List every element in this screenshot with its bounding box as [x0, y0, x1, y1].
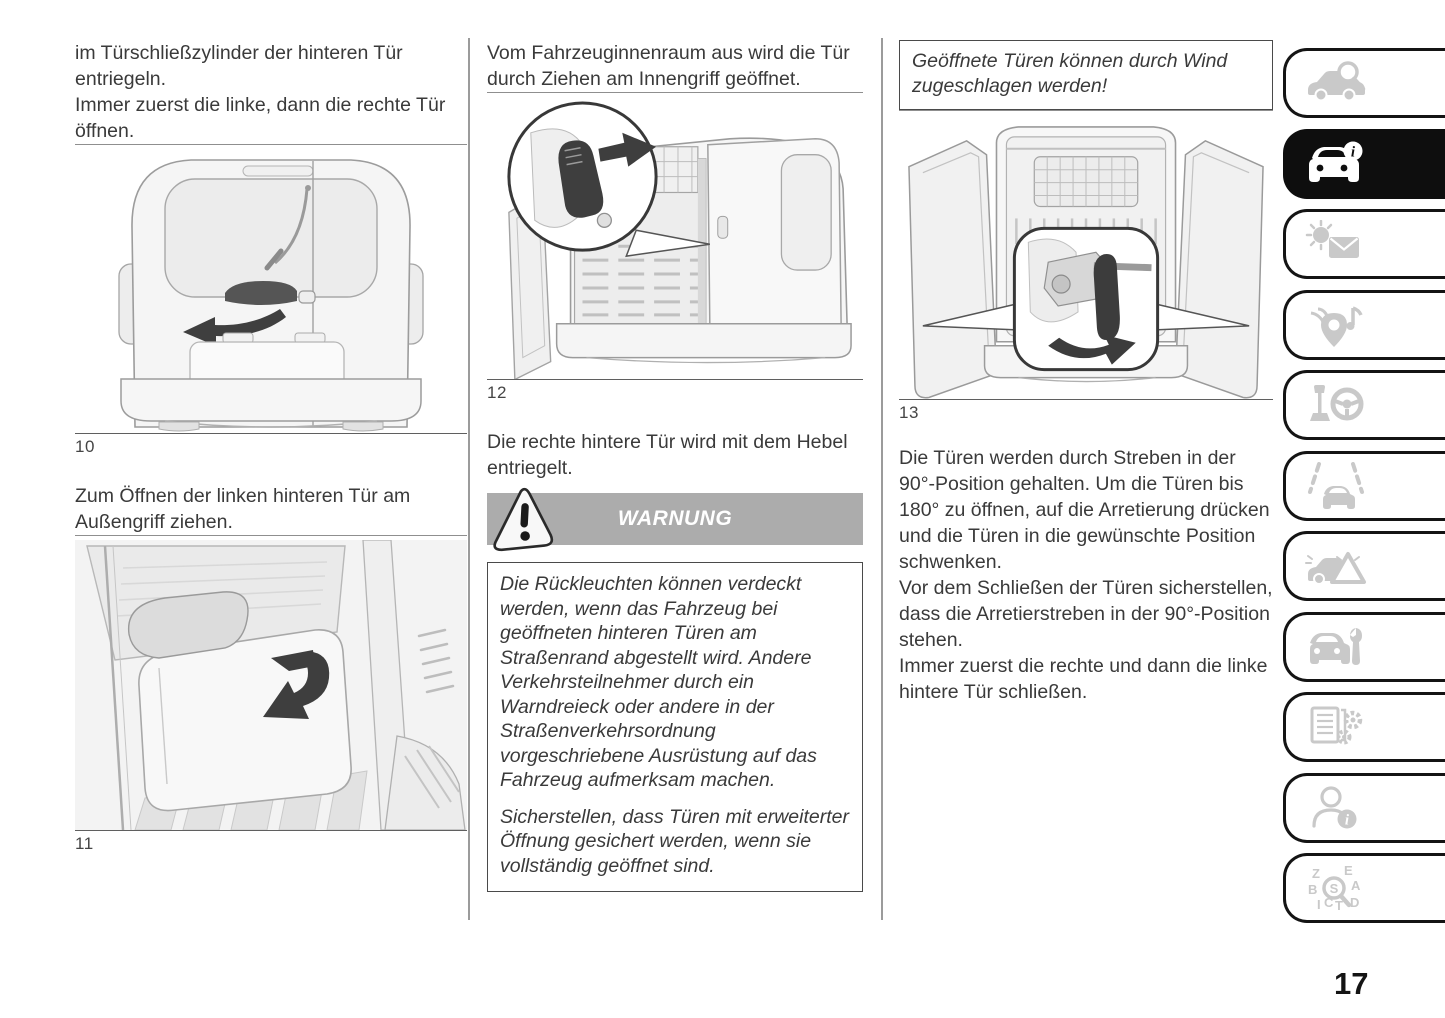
technical-data-icon	[1310, 706, 1363, 745]
figure-caption-13: 13	[899, 403, 919, 423]
chapter-tab-sidebar: i	[1283, 48, 1445, 934]
svg-text:i: i	[1351, 144, 1356, 160]
figure-caption-rule	[75, 830, 467, 831]
svg-text:I: I	[1317, 897, 1321, 912]
figure-caption-11: 11	[75, 834, 94, 853]
figure-van-rear-closed	[118, 159, 424, 432]
warning-banner: WARNUNG	[487, 488, 863, 552]
navigation-media-icon	[1310, 305, 1363, 347]
intro-text-line1: im Türschließzylinder der hinteren Tür e…	[75, 42, 403, 90]
sidebar-tab-navigation-media[interactable]	[1283, 289, 1445, 360]
page-number: 17	[1334, 966, 1369, 1001]
lever-text: Die rechte hintere Tür wird mit dem Hebe…	[487, 431, 848, 480]
separator	[487, 92, 863, 93]
customer-info-icon: i	[1312, 785, 1357, 828]
column-middle: Vom Fahrzeuginnenraum aus wird die Tür d…	[487, 40, 863, 893]
svg-text:E: E	[1344, 864, 1353, 878]
warning-title: WARNUNG	[617, 507, 733, 531]
warning-paragraph-1: Die Rückleuchten können verdeckt werden,…	[500, 573, 817, 792]
column-divider	[881, 38, 883, 920]
svg-text:i: i	[1345, 812, 1350, 828]
svg-text:Z: Z	[1312, 866, 1320, 881]
sidebar-tab-emergency[interactable]	[1283, 531, 1445, 601]
figure-caption-12: 12	[487, 383, 507, 403]
car-search-icon	[1308, 61, 1366, 102]
struts-text-2: Vor dem Schließen der Türen sicherstelle…	[899, 577, 1273, 652]
sidebar-tab-warning-lights[interactable]	[1283, 209, 1445, 279]
warning-paragraph-2: Sicherstellen, dass Türen mit erweiterte…	[500, 805, 849, 877]
inner-handle-text: Vom Fahrzeuginnenraum aus wird die Tür d…	[487, 42, 850, 90]
column-left: im Türschließzylinder der hinteren Tür e…	[75, 40, 467, 854]
struts-text-1: Die Türen werden durch Streben in der 90…	[899, 447, 1270, 574]
gearshift-steering-icon	[1310, 385, 1364, 421]
figure-van-left-door-open	[507, 101, 852, 380]
figure-door-inner-panel	[75, 540, 467, 830]
car-info-icon: i	[1309, 141, 1363, 182]
sidebar-tab-driving-safety[interactable]	[1283, 450, 1445, 521]
warning-lights-message-icon	[1305, 220, 1359, 258]
warning-triangle-icon	[493, 488, 554, 552]
svg-text:B: B	[1308, 882, 1317, 897]
driving-lane-icon	[1308, 461, 1364, 509]
warning-box: Die Rückleuchten können verdeckt werden,…	[487, 562, 863, 893]
emergency-triangle-icon	[1305, 552, 1366, 585]
figure-caption-rule	[487, 379, 863, 381]
figure-caption-10: 10	[75, 437, 95, 456]
figure-van-doors-open	[908, 126, 1264, 399]
wind-note-box: Geöffnete Türen können durch Wind zugesc…	[899, 40, 1273, 110]
svg-text:A: A	[1351, 878, 1361, 893]
sidebar-tab-vehicle-info[interactable]: i	[1283, 128, 1445, 199]
separator	[899, 110, 1273, 111]
svg-text:C: C	[1324, 895, 1334, 910]
sidebar-tab-service-maintenance[interactable]	[1283, 611, 1445, 682]
sidebar-tab-technical-data[interactable]	[1283, 692, 1445, 762]
car-service-icon	[1310, 627, 1362, 665]
open-left-door-text: Zum Öffnen der linken hinteren Tür am Au…	[75, 485, 411, 533]
svg-text:D: D	[1350, 895, 1359, 910]
separator	[75, 535, 467, 536]
sidebar-tab-customer-info[interactable]: i	[1283, 772, 1445, 843]
struts-text-3: Immer zuerst die rechte und dann die lin…	[899, 655, 1268, 704]
sidebar-tab-vehicle-overview[interactable]	[1283, 48, 1445, 118]
column-right: Geöffnete Türen können durch Wind zugesc…	[899, 40, 1273, 705]
wind-note-text: Geöffnete Türen können durch Wind zugesc…	[912, 50, 1228, 97]
svg-text:T: T	[1335, 898, 1343, 912]
figure-caption-rule	[75, 433, 467, 434]
intro-text-line2: Immer zuerst die linke, dann die rechte …	[75, 94, 446, 142]
figure-caption-rule	[899, 399, 1273, 401]
sidebar-tab-starting-driving[interactable]	[1283, 370, 1445, 440]
svg-text:S: S	[1330, 881, 1339, 896]
separator	[75, 144, 467, 145]
column-divider	[468, 38, 470, 920]
